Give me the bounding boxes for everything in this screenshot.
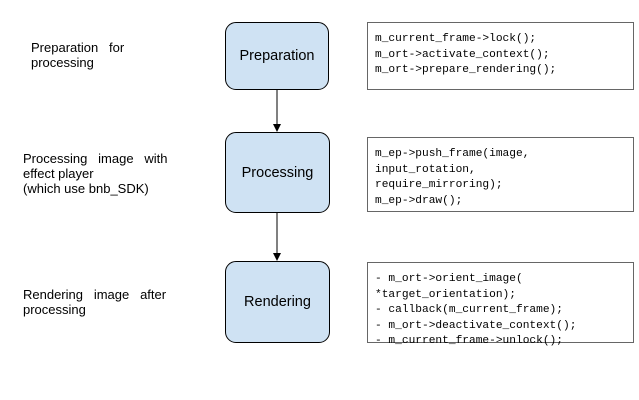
step-description-rendering: Rendering image after processing bbox=[23, 287, 166, 317]
code-line: - m_ort->deactivate_context(); bbox=[375, 319, 577, 332]
description-line: Processing image with bbox=[23, 151, 168, 166]
stage-label: Processing bbox=[241, 164, 314, 181]
code-line: m_ort->activate_context(); bbox=[375, 48, 550, 61]
stage-rendering: Rendering bbox=[225, 261, 330, 343]
code-line: m_ep->draw(); bbox=[375, 194, 463, 207]
code-line: m_current_frame->lock(); bbox=[375, 33, 537, 45]
code-box-processing: m_ep->push_frame(image, input_rotation, … bbox=[367, 137, 634, 212]
stage-processing: Processing bbox=[225, 132, 330, 213]
code-line: *target_orientation); bbox=[375, 288, 516, 301]
code-line: - callback(m_current_frame); bbox=[375, 304, 563, 316]
description-line: processing bbox=[31, 55, 94, 70]
code-line: input_rotation, bbox=[375, 163, 476, 176]
code-box-preparation: m_current_frame->lock(); m_ort->activate… bbox=[367, 22, 634, 90]
description-line: effect player bbox=[23, 166, 94, 181]
stage-label: Rendering bbox=[244, 294, 311, 310]
code-line: m_ep->push_frame(image, bbox=[375, 148, 530, 160]
description-line: (which use bnb_SDK) bbox=[23, 181, 149, 196]
stage-preparation: Preparation bbox=[225, 22, 329, 90]
code-line: require_mirroring); bbox=[375, 179, 503, 191]
description-line: processing bbox=[23, 302, 86, 317]
code-line: m_ort->prepare_rendering(); bbox=[375, 64, 557, 76]
code-line: - m_current_frame->unlock(); bbox=[375, 335, 563, 347]
step-description-preparation: Preparation for processing bbox=[31, 40, 124, 70]
description-line: Rendering image after bbox=[23, 287, 167, 302]
code-line: - m_ort->orient_image( bbox=[375, 273, 523, 285]
code-box-rendering: - m_ort->orient_image( *target_orientati… bbox=[367, 262, 634, 347]
description-line: Preparation for bbox=[31, 40, 125, 55]
step-description-processing: Processing image with effect player (whi… bbox=[23, 151, 168, 196]
stage-label: Preparation bbox=[239, 48, 315, 64]
